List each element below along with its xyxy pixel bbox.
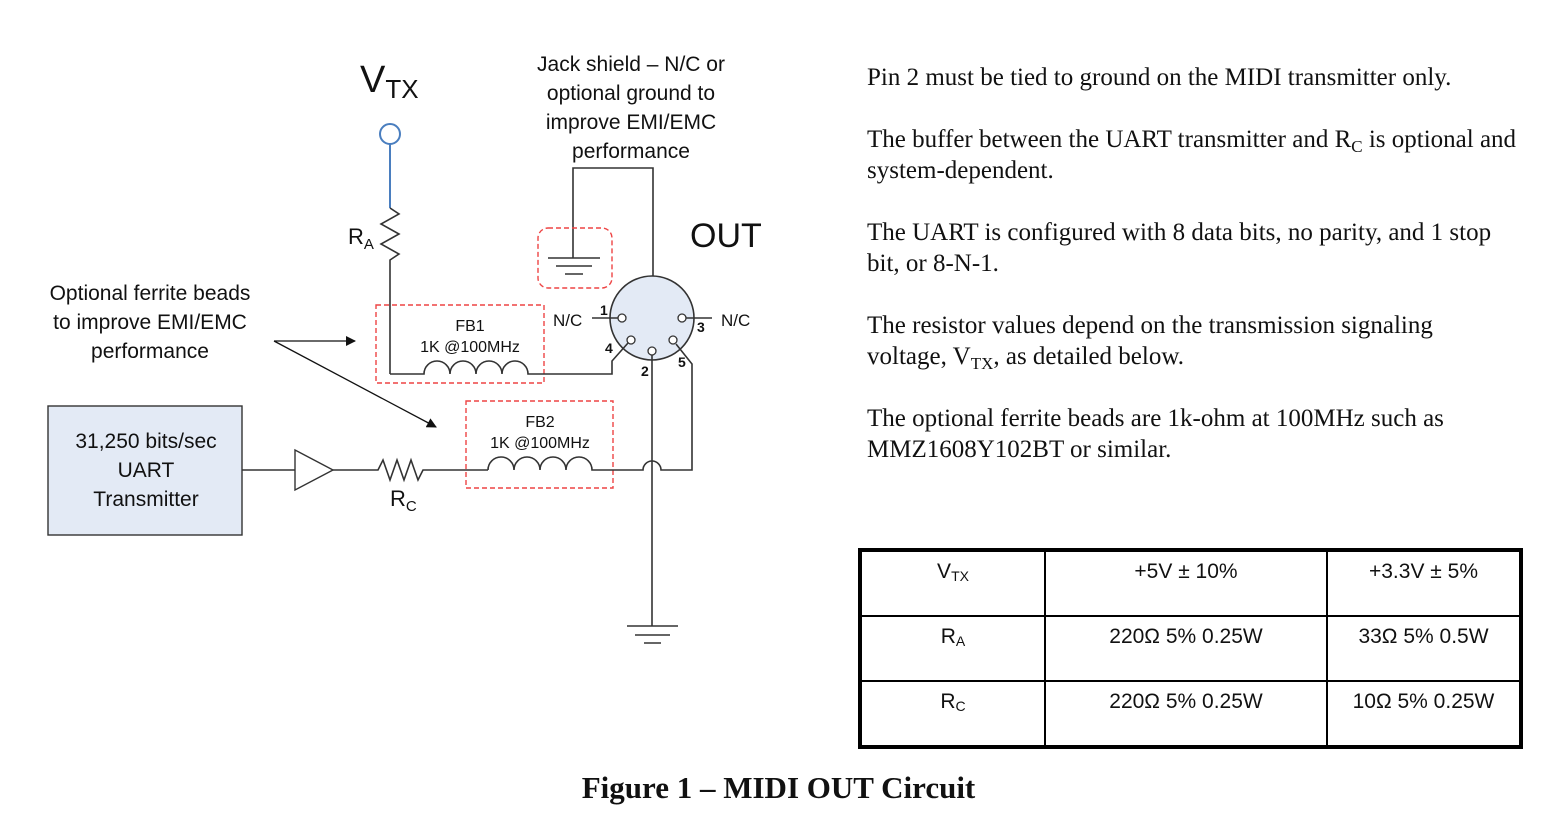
svg-text:31,250 bits/sec: 31,250 bits/sec: [75, 430, 216, 453]
connector-out-label: OUT: [690, 217, 762, 255]
shield-ground-icon: [548, 257, 600, 275]
pin-numbers: 1 3 4 5 2: [600, 302, 705, 379]
table-cell: 33Ω 5% 0.5W: [1326, 615, 1522, 682]
svg-text:optional ground to: optional ground to: [547, 82, 715, 105]
svg-text:2: 2: [641, 363, 649, 379]
table-row: VTX +5V ± 10% +3.3V ± 5%: [859, 548, 1522, 618]
table-cell: 10Ω 5% 0.25W: [1326, 679, 1522, 749]
row-label: RC: [859, 679, 1046, 749]
note-uart-config: The UART is configured with 8 data bits,…: [867, 219, 1492, 277]
row-label: VTX: [859, 548, 1046, 618]
table-cell: 220Ω 5% 0.25W: [1044, 679, 1328, 749]
table-cell: +3.3V ± 5%: [1326, 548, 1522, 618]
svg-text:improve EMI/EMC: improve EMI/EMC: [546, 111, 716, 134]
note-buffer-optional: The buffer between the UART transmitter …: [867, 126, 1517, 184]
resistor-ra-icon: [379, 207, 401, 374]
ferrite-note: Optional ferrite beads to improve EMI/EM…: [50, 282, 251, 363]
note-ferrite-beads: The optional ferrite beads are 1k-ohm at…: [867, 405, 1444, 463]
ferrite-bead-fb1-icon: [390, 342, 629, 375]
nc-right-label: N/C: [721, 311, 750, 330]
table-row: RC 220Ω 5% 0.25W 10Ω 5% 0.25W: [859, 679, 1522, 749]
fb2-rating: 1K @100MHz: [490, 435, 590, 452]
svg-text:1: 1: [600, 302, 608, 318]
svg-text:3: 3: [697, 319, 705, 335]
note-pin2-ground: Pin 2 must be tied to ground on the MIDI…: [867, 64, 1452, 91]
buffer-icon: [294, 448, 335, 492]
svg-text:performance: performance: [572, 140, 690, 163]
vtx-terminal-icon: [379, 123, 401, 145]
svg-text:UART: UART: [118, 459, 175, 482]
ra-label: RA: [348, 224, 374, 253]
fb2-name: FB2: [525, 414, 554, 431]
fb1-optional-box: [375, 304, 545, 384]
din-connector-icon: [609, 275, 695, 361]
vtx-label: VTX: [360, 59, 419, 104]
svg-text:5: 5: [678, 354, 686, 370]
resistor-rc-icon: [333, 457, 488, 483]
figure-caption: Figure 1 – MIDI OUT Circuit: [581, 770, 976, 805]
design-notes: Pin 2 must be tied to ground on the MIDI…: [867, 62, 1517, 496]
table-row: RA 220Ω 5% 0.25W 33Ω 5% 0.5W: [859, 615, 1522, 682]
midi-out-schematic: VTX RA Jack shield – N/C or optional gro…: [47, 53, 762, 644]
uart-transmitter-block: [47, 405, 243, 536]
rc-label: RC: [390, 486, 417, 515]
note-resistor-values: The resistor values depend on the transm…: [867, 312, 1433, 373]
row-label: RA: [859, 615, 1046, 682]
svg-text:Transmitter: Transmitter: [93, 488, 198, 511]
svg-text:Optional ferrite beads: Optional ferrite beads: [50, 282, 251, 305]
fb1-rating: 1K @100MHz: [420, 339, 520, 356]
nc-left-label: N/C: [553, 311, 582, 330]
table-cell: +5V ± 10%: [1044, 548, 1328, 618]
svg-text:performance: performance: [91, 340, 209, 363]
uart-transmitter-label: 31,250 bits/sec UART Transmitter: [75, 430, 216, 511]
svg-text:4: 4: [605, 340, 613, 356]
jack-shield-note: Jack shield – N/C or optional ground to …: [537, 53, 725, 163]
resistor-values-table: VTX +5V ± 10% +3.3V ± 5% RA 220Ω 5% 0.25…: [858, 548, 1523, 749]
ground-icon: [627, 625, 678, 644]
fb1-name: FB1: [455, 318, 484, 335]
fb2-optional-box: [465, 400, 614, 489]
ferrite-bead-fb2-icon: [487, 343, 693, 471]
svg-text:Jack shield – N/C or: Jack shield – N/C or: [537, 53, 725, 76]
arrow-to-fb2-icon: [273, 340, 437, 428]
svg-text:to improve EMI/EMC: to improve EMI/EMC: [53, 311, 247, 334]
shield-wire: [572, 167, 654, 276]
table-cell: 220Ω 5% 0.25W: [1044, 615, 1328, 682]
optional-shield-ground-box: [537, 227, 613, 289]
